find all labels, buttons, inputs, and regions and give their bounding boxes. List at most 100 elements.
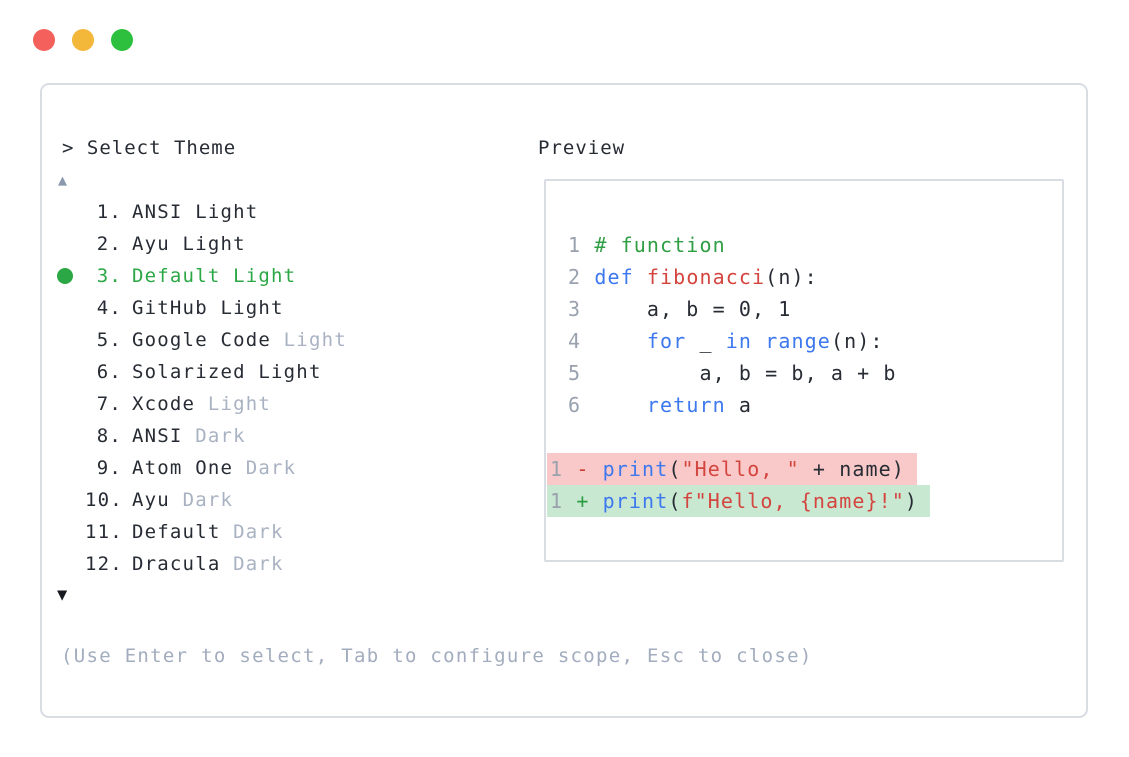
theme-item-variant: Dark [195,425,246,447]
theme-list-item[interactable]: 3.Default Light [42,260,542,292]
theme-item-number: 4. [96,297,122,319]
code-token [594,393,647,417]
theme-item-variant: Light [283,329,347,351]
code-token [752,329,765,353]
theme-list-item[interactable]: 10. Ayu Dark [42,484,542,516]
code-token: ( [668,489,682,513]
theme-item-name: GitHub Light [132,297,284,319]
theme-list-item[interactable]: 4. GitHub Light [42,292,542,324]
code-token: range [765,329,831,353]
preview-label: Preview [538,137,626,159]
theme-item-variant: Dark [233,553,284,575]
code-token: # function [594,233,726,257]
theme-item-number: 3. [96,265,122,287]
code-token: (n): [830,329,884,353]
selected-indicator-dot [57,268,73,284]
theme-item-variant: Dark [233,521,284,543]
line-number: 6 [568,393,582,417]
theme-list-item[interactable]: 11. Default Dark [42,516,542,548]
line-number: 2 [568,265,582,289]
minimize-button[interactable] [72,29,94,51]
code-token: + name) [799,457,905,481]
line-number: 5 [568,361,582,385]
code-token: _ [686,329,726,353]
code-token: print [602,457,669,481]
diff-highlight: 1 - print("Hello, " + name) [547,453,917,485]
code-token: "Hello, " [681,457,800,481]
theme-item-name: Ayu Light [132,233,246,255]
theme-item-number: 1. [96,201,122,223]
theme-item-number: 10. [85,489,123,511]
theme-item-number: 5. [96,329,122,351]
code-token [594,329,647,353]
diff-sign: - [576,457,590,481]
theme-item-variant: Dark [182,489,234,511]
theme-picker-panel: > Select Theme Preview ▲ 1. ANSI Light 2. A… [40,83,1088,718]
code-token: return [646,393,726,417]
theme-item-number: 8. [96,425,122,447]
help-text: (Use Enter to select, Tab to configure s… [61,645,813,667]
window-controls [33,29,133,51]
theme-item-variant: Dark [245,457,297,479]
theme-list-item[interactable]: 5. Google Code Light [42,324,542,356]
theme-item-number: 12. [85,553,123,575]
code-token: ) [904,489,919,513]
code-token: a [725,393,753,417]
theme-list-item[interactable]: 8. ANSI Dark [42,420,542,452]
diff-sign: + [576,489,590,513]
theme-item-number: 6. [96,361,122,383]
diff-line-removed: 1 - print("Hello, " + name) [546,453,1062,485]
code-token: (n): [765,265,818,289]
code-token: a, b = b, a + b [594,361,897,385]
theme-item-name: Atom One [132,457,234,479]
code-token: a, b = 0, 1 [594,297,792,321]
theme-item-name: Default [132,521,221,543]
theme-list-item[interactable]: 9. Atom One Dark [42,452,542,484]
code-token: print [602,489,669,513]
code-token: f"Hello, {name}!" [681,489,905,513]
theme-item-number: 11. [85,521,123,543]
line-number: 1 [568,233,582,257]
theme-item-name: ANSI [132,425,183,447]
theme-item-name: Xcode [132,393,196,415]
theme-item-name: Google Code [132,329,272,351]
scroll-up-icon[interactable]: ▲ [58,171,68,189]
close-button[interactable] [33,29,55,51]
zoom-button[interactable] [111,29,133,51]
line-number: 3 [568,297,582,321]
code-line: 3 a, b = 0, 1 [546,293,1062,325]
line-number: 4 [568,329,582,353]
theme-item-name: Ayu [132,489,170,511]
diff-highlight: 1 + print(f"Hello, {name}!") [547,485,931,517]
theme-item-number: 9. [96,457,122,479]
theme-item-number: 2. [96,233,122,255]
code-token: fibonacci [646,265,766,289]
theme-item-name: Solarized Light [132,361,322,383]
select-theme-prompt: > Select Theme [62,137,237,159]
code-token: for [646,329,687,353]
line-number: 1 [550,489,564,513]
theme-list-item[interactable]: 2. Ayu Light [42,228,542,260]
code-token: in [725,329,753,353]
code-line: 2 def fibonacci(n): [546,261,1062,293]
scroll-down-icon[interactable]: ▼ [57,585,68,605]
code-line: 6 return a [546,389,1062,421]
code-line: 1 # function [546,229,1062,261]
code-line: 5 a, b = b, a + b [546,357,1062,389]
blank-line [546,421,1062,453]
theme-list-item[interactable]: 1. ANSI Light [42,196,542,228]
code-line: 4 for _ in range(n): [546,325,1062,357]
code-token: def [594,265,647,289]
code-token: ( [668,457,682,481]
line-number: 1 [550,457,564,481]
theme-item-name: ANSI Light [132,201,259,223]
theme-list-item[interactable]: 7. Xcode Light [42,388,542,420]
theme-list-item[interactable]: 6. Solarized Light [42,356,542,388]
theme-list-item[interactable]: 12.Dracula Dark [42,548,542,580]
theme-item-number: 7. [96,393,122,415]
theme-item-variant: Light [207,393,272,415]
diff-line-added: 1 + print(f"Hello, {name}!") [546,485,1062,517]
